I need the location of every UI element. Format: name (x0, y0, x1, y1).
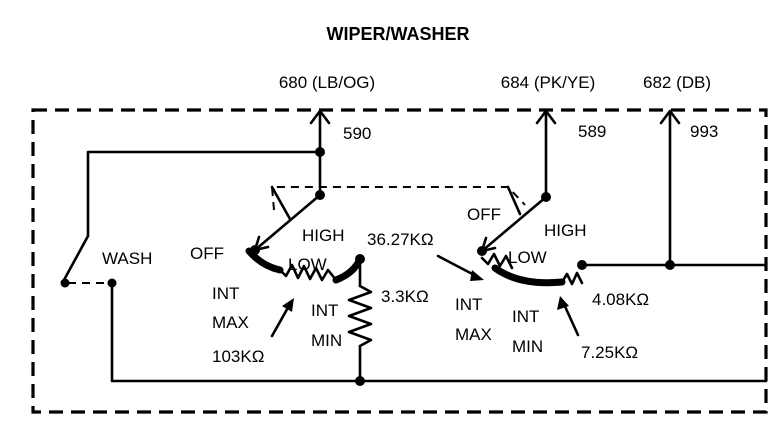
circuit-993-label: 993 (690, 122, 718, 141)
right-off-label: OFF (467, 205, 501, 224)
right-arrow-36k-icon (436, 254, 484, 281)
wash-label: WASH (102, 249, 152, 268)
right-resistor-7-25k-label: 7.25KΩ (581, 343, 638, 362)
arrow-682-icon (659, 109, 681, 267)
left-int-min-label-2: MIN (311, 331, 342, 350)
junction-dot (665, 260, 675, 270)
right-int-min-label-1: INT (512, 307, 539, 326)
left-high-label: HIGH (302, 226, 345, 245)
junction-dot (315, 190, 325, 200)
arrow-680-icon (309, 109, 331, 154)
contact-dot (355, 254, 365, 264)
right-wiper-switch (480, 185, 768, 287)
left-int-max-label-2: MAX (212, 313, 249, 332)
left-resistor-3-3k-label: 3.3KΩ (381, 287, 429, 306)
component-boundary (31, 108, 768, 414)
circuit-590-label: 590 (343, 124, 371, 143)
contact-dot (477, 246, 487, 256)
left-int-max-label-1: INT (212, 284, 239, 303)
left-resistor-103k-label: 103KΩ (212, 347, 264, 366)
right-int-min-label-2: MIN (512, 337, 543, 356)
right-resistor-4-08k-label: 4.08KΩ (592, 290, 649, 309)
left-int-min-label-1: INT (311, 301, 338, 320)
left-wiper-switch (245, 150, 768, 383)
circuit-589-label: 589 (578, 122, 606, 141)
wash-switch (60, 150, 362, 383)
junction-dot (315, 147, 325, 157)
connector-684-label: 684 (PK/YE) (501, 73, 596, 92)
left-off-label: OFF (190, 244, 224, 263)
connector-680-label: 680 (LB/OG) (279, 73, 375, 92)
junction-dot (355, 376, 365, 386)
left-low-label: LOW (288, 255, 327, 274)
arrow-684-icon (535, 109, 557, 199)
connector-682-label: 682 (DB) (643, 73, 711, 92)
diagram-title: WIPER/WASHER (326, 24, 469, 44)
right-high-label: HIGH (544, 221, 587, 240)
right-int-max-label-1: INT (455, 295, 482, 314)
right-resistor-36k-label: 36.27KΩ (367, 230, 434, 249)
contact-dot (250, 245, 260, 255)
junction-dot (541, 192, 551, 202)
right-int-max-label-2: MAX (455, 325, 492, 344)
junction-dot (577, 260, 587, 270)
right-low-label: LOW (508, 248, 547, 267)
left-arrow-103k-icon (270, 298, 294, 338)
right-arrow-7k-icon (557, 296, 580, 337)
